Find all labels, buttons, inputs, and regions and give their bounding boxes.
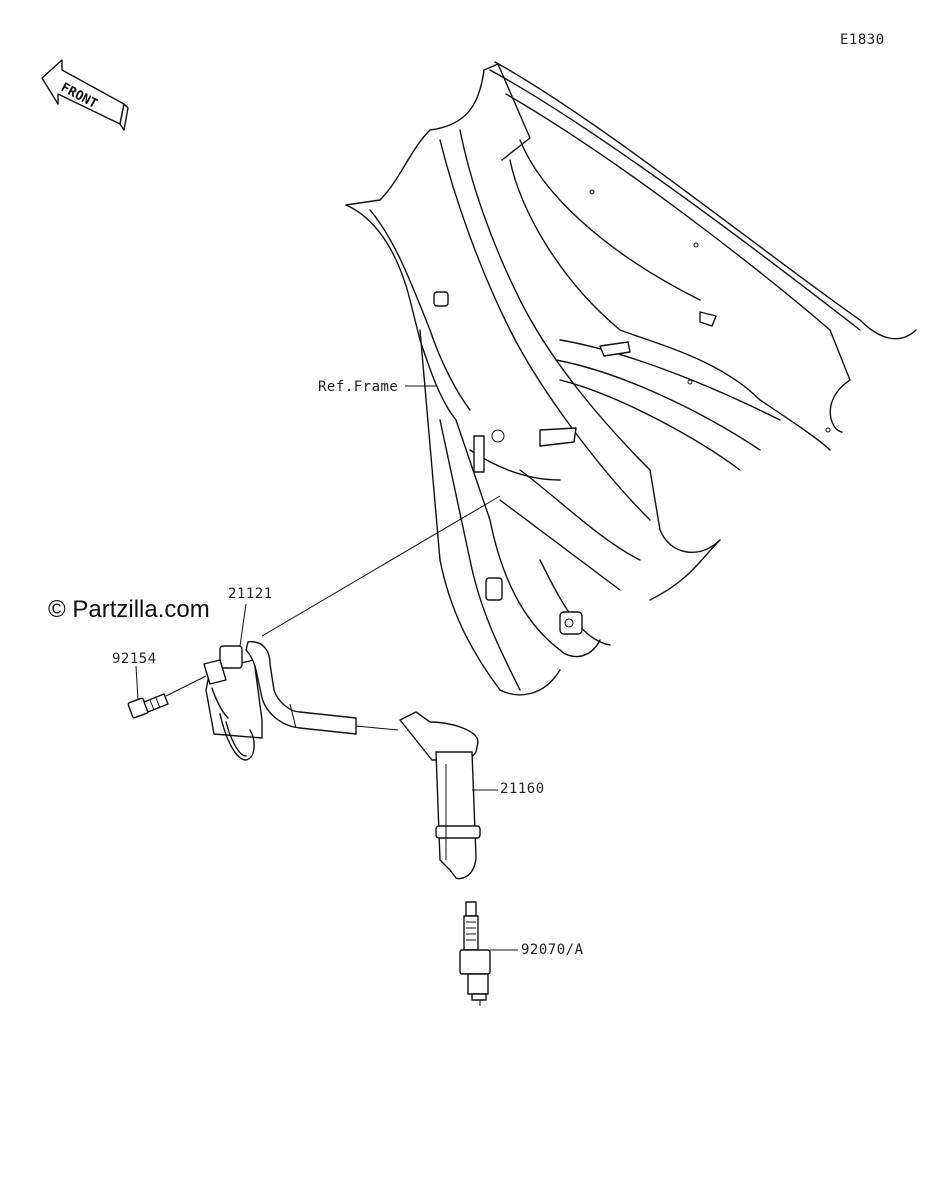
bolt-label: 92154 [112,651,157,667]
spark-plug [459,901,491,1006]
ignition-coil-label: 21121 [228,586,273,602]
frame-drawing [345,61,917,696]
plug-cap-label: 21160 [500,781,545,797]
ground-wire [261,495,501,637]
coil-bolt [127,693,169,719]
diagram-code: E1830 [840,32,885,48]
front-arrow-icon: FRONT [41,59,129,131]
frame-ref-label: Ref.Frame [318,379,398,395]
spark-plug-label: 92070/A [521,942,584,958]
ignition-coil [203,641,357,761]
watermark: © Partzilla.com [48,596,210,623]
plug-cap [399,711,481,880]
